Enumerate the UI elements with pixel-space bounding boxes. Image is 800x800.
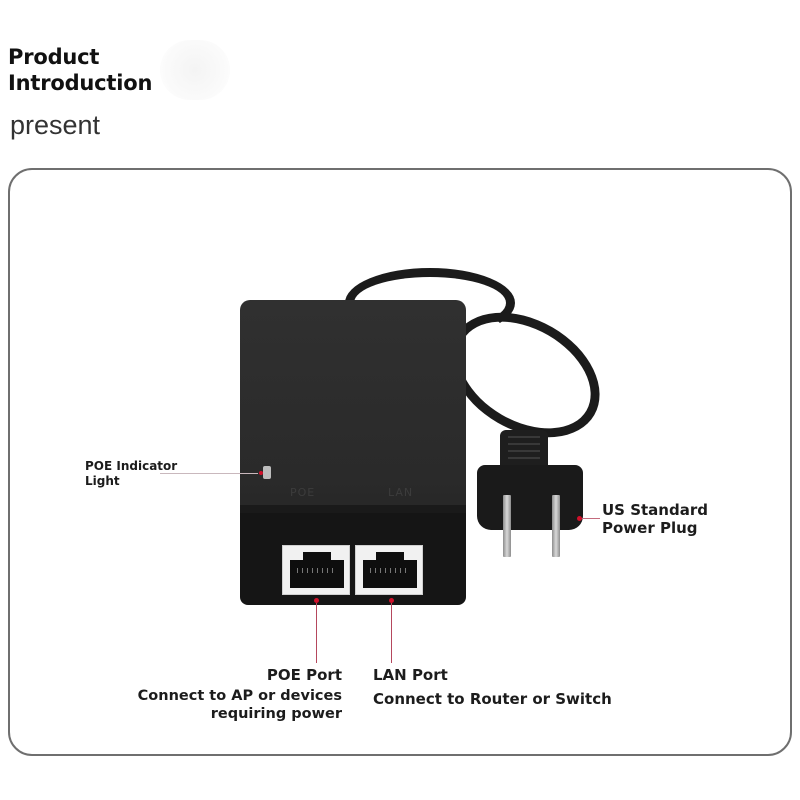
port-pins — [297, 568, 337, 573]
plug-callout: US Standard Power Plug — [602, 501, 708, 537]
poe-port-desc-line1: Connect to AP or devices — [137, 688, 342, 704]
poe-port-description: Connect to AP or devices requiring power — [120, 687, 342, 723]
lan-port-leader-line — [391, 603, 392, 663]
plug-leader-line — [580, 518, 600, 519]
device-front-panel — [240, 513, 466, 605]
port-key — [303, 552, 331, 562]
indicator-leader-line — [160, 473, 258, 474]
port-socket — [290, 560, 344, 588]
plug-prong-right — [552, 495, 560, 557]
title-line-2: Introduction — [8, 71, 153, 95]
port-socket — [363, 560, 417, 588]
poe-port-icon — [282, 545, 350, 595]
embossed-poe-label: POE — [290, 486, 316, 499]
indicator-dot — [259, 471, 263, 475]
plug-grip-ridges — [508, 436, 540, 464]
device-ridge — [240, 505, 466, 513]
page-subtitle: present — [10, 110, 101, 140]
embossed-lan-label: LAN — [388, 486, 414, 499]
port-key — [376, 552, 404, 562]
us-power-plug-icon — [477, 465, 583, 530]
poe-port-desc-line2: requiring power — [210, 706, 342, 722]
indicator-label-line1: POE Indicator — [85, 459, 178, 473]
plug-prong-left — [503, 495, 511, 557]
lan-port-icon — [355, 545, 423, 595]
poe-port-title: POE Port — [266, 666, 342, 684]
indicator-callout: POE Indicator Light — [85, 459, 177, 489]
lan-port-dot — [389, 598, 394, 603]
background-watermark — [160, 40, 230, 100]
port-pins — [370, 568, 410, 573]
title-line-1: Product — [8, 45, 100, 69]
plug-dot — [577, 516, 582, 521]
indicator-light-icon — [263, 466, 271, 479]
lan-port-title: LAN Port — [373, 666, 448, 684]
plug-label-line2: Power Plug — [602, 519, 698, 537]
indicator-label-line2: Light — [85, 474, 120, 488]
poe-port-dot — [314, 598, 319, 603]
plug-label-line1: US Standard — [602, 501, 708, 519]
lan-port-description: Connect to Router or Switch — [373, 690, 612, 708]
page-title: Product Introduction — [8, 44, 152, 96]
poe-port-leader-line — [316, 603, 317, 663]
